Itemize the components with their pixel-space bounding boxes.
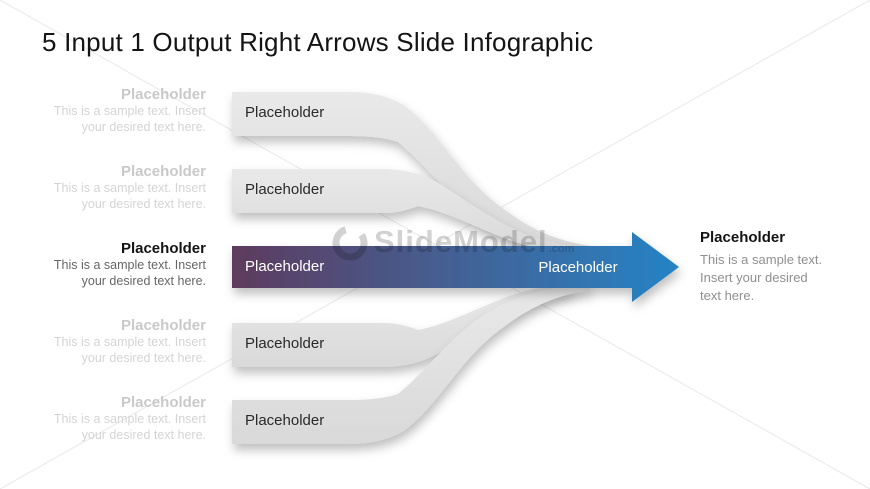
input-heading: Placeholder [120, 317, 206, 334]
input-body-line: your desired text here. [81, 351, 206, 365]
output-body-line: text here. [700, 288, 755, 303]
output-body-line: Insert your desired [700, 270, 808, 285]
input-heading: Placeholder [120, 86, 206, 103]
input-body-line: This is a sample text. Insert [53, 412, 206, 426]
input-body-line: This is a sample text. Insert [53, 335, 206, 349]
input-band-2[interactable] [232, 169, 572, 252]
input-text-block-5[interactable]: Placeholder This is a sample text. Inser… [30, 394, 206, 443]
input-band-5[interactable] [232, 284, 590, 444]
input-text-block-4[interactable]: Placeholder This is a sample text. Inser… [30, 317, 206, 366]
band-label-1[interactable]: Placeholder [245, 104, 325, 121]
input-body-line: This is a sample text. Insert [53, 181, 206, 195]
input-band-4[interactable] [232, 284, 572, 367]
input-body-line: your desired text here. [81, 120, 206, 134]
output-body-line: This is a sample text. [700, 252, 823, 267]
band-label-3[interactable]: Placeholder [245, 258, 325, 275]
input-body-line: your desired text here. [81, 428, 206, 442]
input-text-block-2[interactable]: Placeholder This is a sample text. Inser… [30, 163, 206, 212]
input-band-1[interactable] [232, 92, 590, 252]
input-body-line: This is a sample text. Insert [53, 258, 206, 272]
input-text-block-1[interactable]: Placeholder This is a sample text. Inser… [30, 86, 206, 135]
band-label-2[interactable]: Placeholder [245, 181, 325, 198]
band-label-5[interactable]: Placeholder [245, 412, 325, 429]
input-heading: Placeholder [120, 163, 206, 180]
input-body-line: your desired text here. [81, 197, 206, 211]
arrow-end-label[interactable]: Placeholder [538, 259, 618, 276]
output-heading: Placeholder [700, 229, 786, 246]
input-text-block-3[interactable]: Placeholder This is a sample text. Inser… [30, 240, 206, 289]
input-heading: Placeholder [120, 394, 206, 411]
input-body-line: your desired text here. [81, 274, 206, 288]
band-label-4[interactable]: Placeholder [245, 335, 325, 352]
input-body-line: This is a sample text. Insert [53, 104, 206, 118]
output-text-block[interactable]: Placeholder This is a sample text. Inser… [700, 228, 860, 305]
page-title: 5 Input 1 Output Right Arrows Slide Info… [42, 27, 594, 57]
input-heading: Placeholder [120, 240, 206, 257]
